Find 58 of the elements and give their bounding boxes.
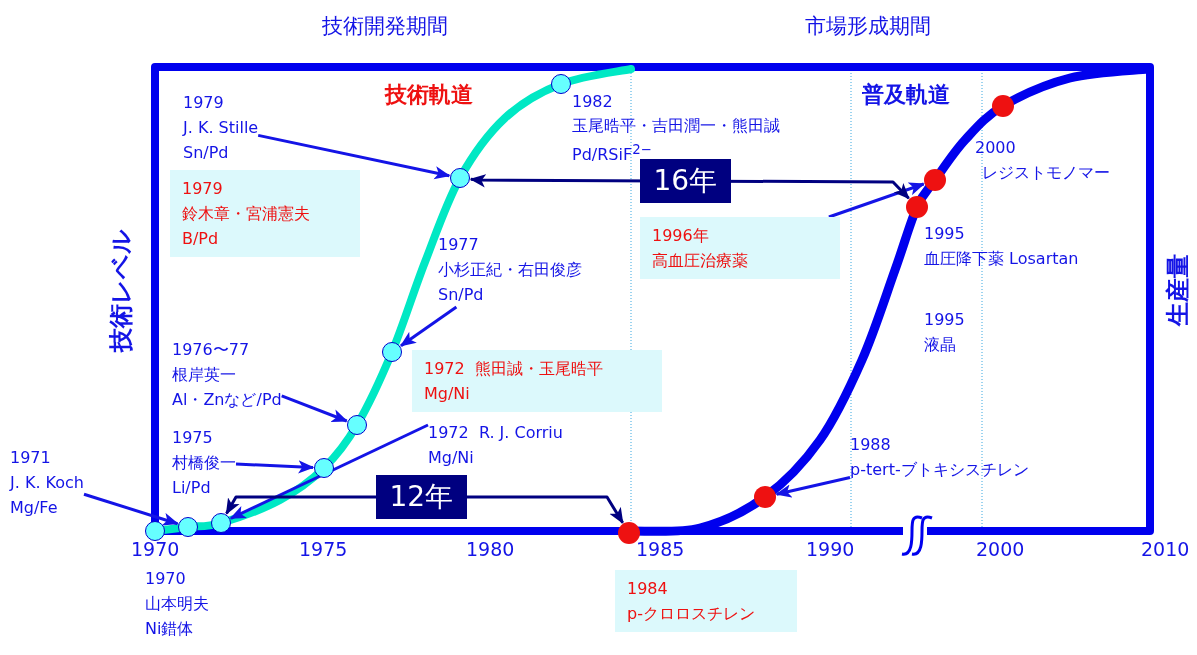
annotation-text: 1976〜77 根岸英一 Al・Znなど/Pd [172, 337, 282, 412]
arrow [828, 182, 925, 219]
arrow [235, 460, 315, 474]
axis-tick-label: 1990 [806, 538, 855, 560]
annotation-text: レジストモノマー [982, 162, 1110, 184]
edge-label: 16年 [639, 159, 732, 203]
arrow [229, 423, 429, 520]
data-point-marker [906, 196, 928, 218]
annotation-text: 液晶 [924, 334, 956, 356]
data-point-marker [382, 342, 402, 362]
highlight-note-box: 1972 熊田誠・玉尾晧平 Mg/Ni [412, 350, 662, 412]
data-point-marker [347, 415, 367, 435]
data-point-marker [178, 517, 198, 537]
data-point-marker [754, 486, 776, 508]
data-point-marker [211, 513, 231, 533]
data-point-marker [924, 169, 946, 191]
period-heading: 市場形成期間 [805, 13, 931, 40]
annotation-text: 1979 J. K. Stille Sn/Pd [183, 90, 259, 165]
data-point-marker [618, 522, 640, 544]
annotation-text: 1975 村橋俊一 Li/Pd [172, 425, 236, 500]
annotation-text: 1972 R. J. Corriu Mg/Ni [428, 420, 563, 470]
data-point-marker [450, 168, 470, 188]
highlight-note-box: 1979 鈴木章・宮浦憲夫 B/Pd [170, 170, 360, 257]
axis-title: 技術レベル [106, 228, 134, 352]
data-point-marker [992, 95, 1014, 117]
data-point-marker [145, 521, 165, 541]
curve-title: 技術軌道 [385, 81, 473, 109]
annotation-text: 1970 [145, 568, 186, 590]
axis-tick-label: 2000 [976, 538, 1025, 560]
period-heading: 技術開発期間 [322, 13, 448, 40]
data-point-marker [551, 74, 571, 94]
axis-title: 生産量 [1164, 254, 1192, 326]
arrow [399, 305, 458, 347]
axis-tick-label: 2010 [1141, 538, 1190, 560]
annotation-text: 山本明夫 [145, 593, 209, 615]
axis-tick-label: 1975 [299, 538, 348, 560]
arrow [83, 492, 179, 526]
arrow [775, 476, 851, 498]
annotation-text: 玉尾晧平・吉田潤一・熊田誠 [572, 115, 780, 137]
arrow [281, 394, 348, 423]
axis-tick-label: 1980 [466, 538, 515, 560]
arrow [257, 133, 451, 180]
annotation-text: 2000 [975, 137, 1016, 159]
annotation-text: 血圧降下薬 Losartan [924, 248, 1079, 270]
axis-tick-label: 1970 [131, 538, 180, 560]
annotation-text: 1995 [924, 223, 965, 245]
annotation-text: 1971 J. K. Koch Mg/Fe [10, 445, 84, 520]
annotation-text: 1977 小杉正紀・右田俊彦 Sn/Pd [438, 232, 582, 307]
curve-title: 普及軌道 [862, 81, 950, 109]
annotation-text: Ni錯体 [145, 618, 194, 640]
axis-tick-label: 1985 [636, 538, 685, 560]
annotation-text: 1995 [924, 309, 965, 331]
data-point-marker [314, 458, 334, 478]
highlight-note-box: 1984 p-クロロスチレン [615, 570, 797, 632]
edge-label: 12年 [375, 475, 468, 519]
annotation-text: 1982 [572, 91, 613, 113]
annotation-text: 1988 p-tert-ブトキシスチレン [850, 432, 1029, 482]
highlight-note-box: 1996年 高血圧治療薬 [640, 217, 840, 279]
